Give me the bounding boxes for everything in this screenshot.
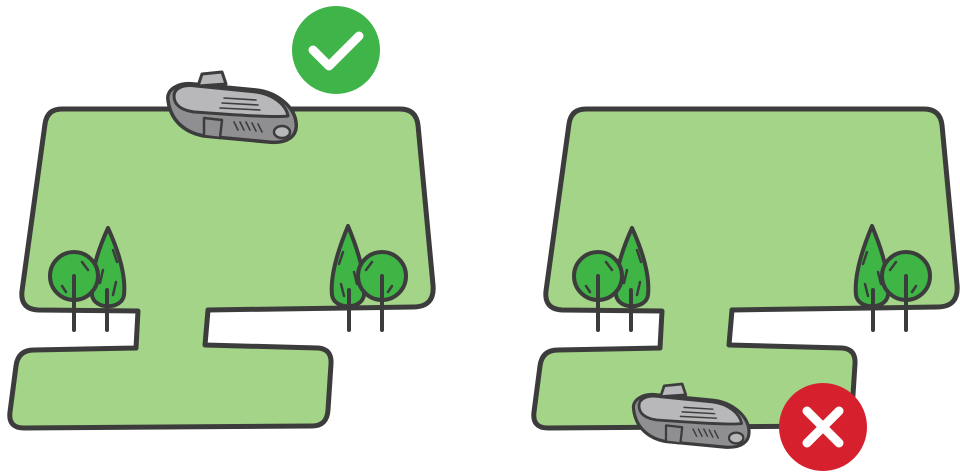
- check-icon: [292, 6, 380, 94]
- incorrect-panel: [534, 109, 957, 471]
- correct-panel: [10, 6, 433, 428]
- cross-icon: [779, 383, 867, 471]
- robot-mower-icon: [168, 72, 296, 142]
